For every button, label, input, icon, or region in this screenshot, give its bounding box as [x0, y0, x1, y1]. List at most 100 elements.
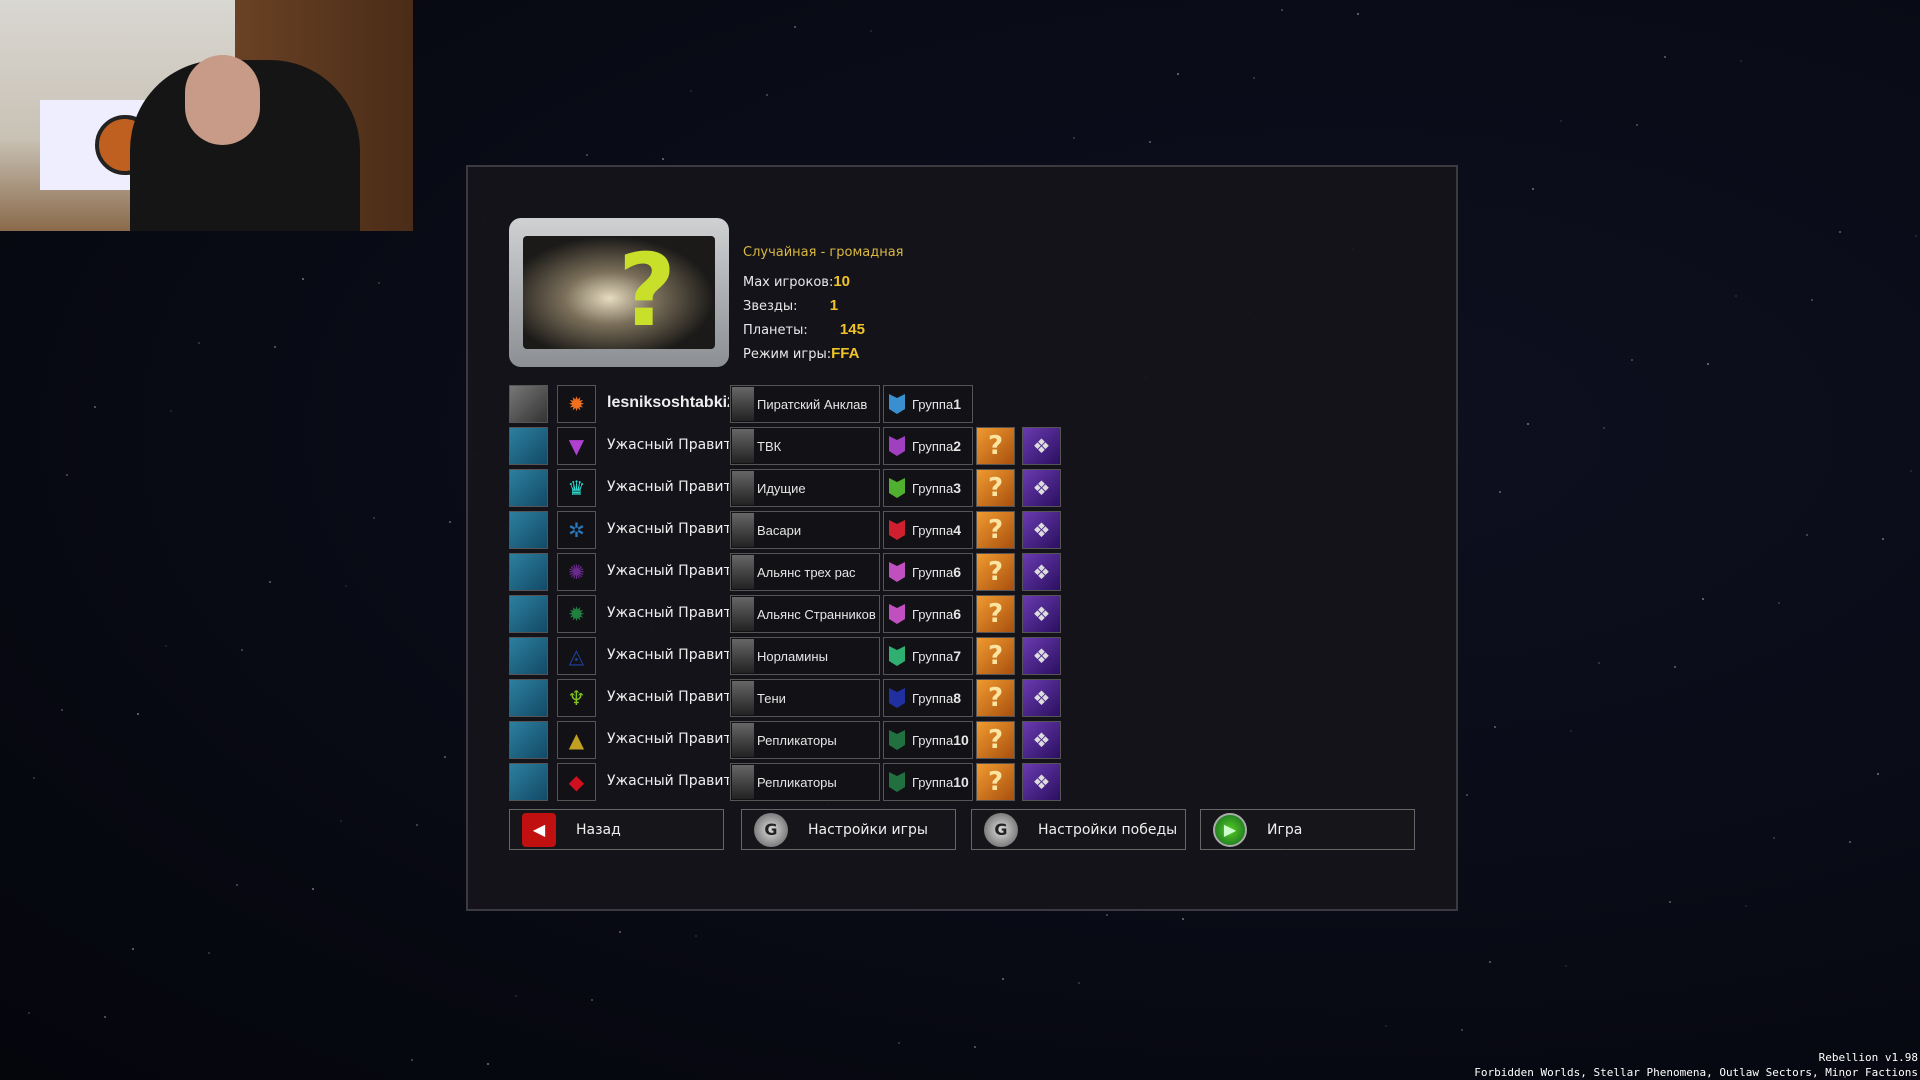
ai-personality-icon[interactable] [509, 469, 548, 507]
star [1806, 534, 1808, 536]
ai-personality-icon[interactable] [509, 427, 548, 465]
ai-personality-icon[interactable] [509, 637, 548, 675]
star [416, 824, 418, 826]
player-emblem-icon[interactable]: ◆ [557, 763, 596, 801]
random-difficulty-icon[interactable]: ? [976, 427, 1015, 465]
star [619, 931, 621, 933]
random-difficulty-icon[interactable]: ? [976, 511, 1015, 549]
ai-personality-icon[interactable] [509, 763, 548, 801]
max-players: Max игроков:10 [743, 273, 851, 290]
race-selector[interactable]: Норламины [730, 637, 880, 675]
player-emblem-icon[interactable]: ✲ [557, 511, 596, 549]
ai-difficulty-icon[interactable]: ❖ [1022, 511, 1061, 549]
random-difficulty-icon[interactable]: ? [976, 553, 1015, 591]
player-emblem-icon[interactable]: ▼ [557, 427, 596, 465]
random-difficulty-icon[interactable]: ? [976, 679, 1015, 717]
random-difficulty-icon[interactable]: ? [976, 595, 1015, 633]
star [1149, 141, 1151, 143]
race-selector[interactable]: Альянс Странников [730, 595, 880, 633]
ai-difficulty-icon[interactable]: ❖ [1022, 469, 1061, 507]
race-portrait-icon [732, 513, 754, 547]
ai-difficulty-icon[interactable]: ❖ [1022, 679, 1061, 717]
star [870, 30, 872, 32]
race-selector[interactable]: ТВК [730, 427, 880, 465]
random-difficulty-icon[interactable]: ? [976, 469, 1015, 507]
ai-personality-icon[interactable] [509, 511, 548, 549]
star [794, 26, 796, 28]
player-emblem-icon[interactable]: ✹ [557, 595, 596, 633]
star [373, 517, 375, 519]
star [1735, 295, 1737, 297]
star [66, 474, 68, 476]
race-selector[interactable]: Альянс трех рас [730, 553, 880, 591]
ai-difficulty-icon[interactable]: ❖ [1022, 763, 1061, 801]
map-preview[interactable]: ? [509, 218, 729, 367]
player-emblem-icon[interactable]: ◬ [557, 637, 596, 675]
race-selector[interactable]: Тени [730, 679, 880, 717]
ai-difficulty-icon[interactable]: ❖ [1022, 637, 1061, 675]
race-selector[interactable]: Репликаторы [730, 721, 880, 759]
ai-difficulty-icon[interactable]: ❖ [1022, 553, 1061, 591]
star [198, 342, 200, 344]
star [61, 709, 63, 711]
star [28, 1012, 30, 1014]
player-emblem-icon[interactable]: ▲ [557, 721, 596, 759]
ai-personality-icon[interactable] [509, 553, 548, 591]
back-arrow-icon: ◀ [522, 812, 556, 847]
star [1702, 598, 1704, 600]
ai-difficulty-icon[interactable]: ❖ [1022, 427, 1061, 465]
ai-personality-icon[interactable] [509, 679, 548, 717]
star [1489, 961, 1491, 963]
star [1253, 77, 1255, 79]
star [1839, 231, 1841, 233]
player-name: Ужасный Правитель [607, 521, 729, 537]
ai-difficulty-icon[interactable]: ❖ [1022, 595, 1061, 633]
random-difficulty-icon[interactable]: ? [976, 637, 1015, 675]
star [170, 410, 172, 412]
star [1357, 13, 1359, 15]
player-emblem-icon[interactable]: ♛ [557, 469, 596, 507]
star [1073, 137, 1075, 139]
star [378, 282, 380, 284]
play-button[interactable]: ▶Игра [1200, 809, 1415, 850]
player-emblem-icon[interactable]: ✹ [557, 385, 596, 423]
star [137, 713, 139, 715]
star [1636, 124, 1638, 126]
ai-personality-icon[interactable] [509, 595, 548, 633]
race-portrait-icon [732, 723, 754, 757]
race-portrait-icon [732, 555, 754, 589]
player-avatar[interactable] [509, 385, 548, 423]
ai-personality-icon[interactable] [509, 721, 548, 759]
race-portrait-icon [732, 597, 754, 631]
race-selector[interactable]: Васари [730, 511, 880, 549]
player-emblem-icon[interactable]: ♆ [557, 679, 596, 717]
star [1106, 914, 1108, 916]
ai-difficulty-icon[interactable]: ❖ [1022, 721, 1061, 759]
star [1674, 666, 1676, 668]
star [302, 278, 304, 280]
random-difficulty-icon[interactable]: ? [976, 721, 1015, 759]
race-selector[interactable]: Идущие [730, 469, 880, 507]
player-emblem-icon[interactable]: ✺ [557, 553, 596, 591]
star [1002, 978, 1004, 980]
star [132, 948, 134, 950]
star [586, 154, 588, 156]
random-difficulty-icon[interactable]: ? [976, 763, 1015, 801]
race-selector[interactable]: Репликаторы [730, 763, 880, 801]
back-button[interactable]: ◀Назад [509, 809, 724, 850]
race-selector[interactable]: Пиратский Анклав [730, 385, 880, 423]
player-name[interactable]: lesniksoshtabki2014 [607, 394, 729, 411]
